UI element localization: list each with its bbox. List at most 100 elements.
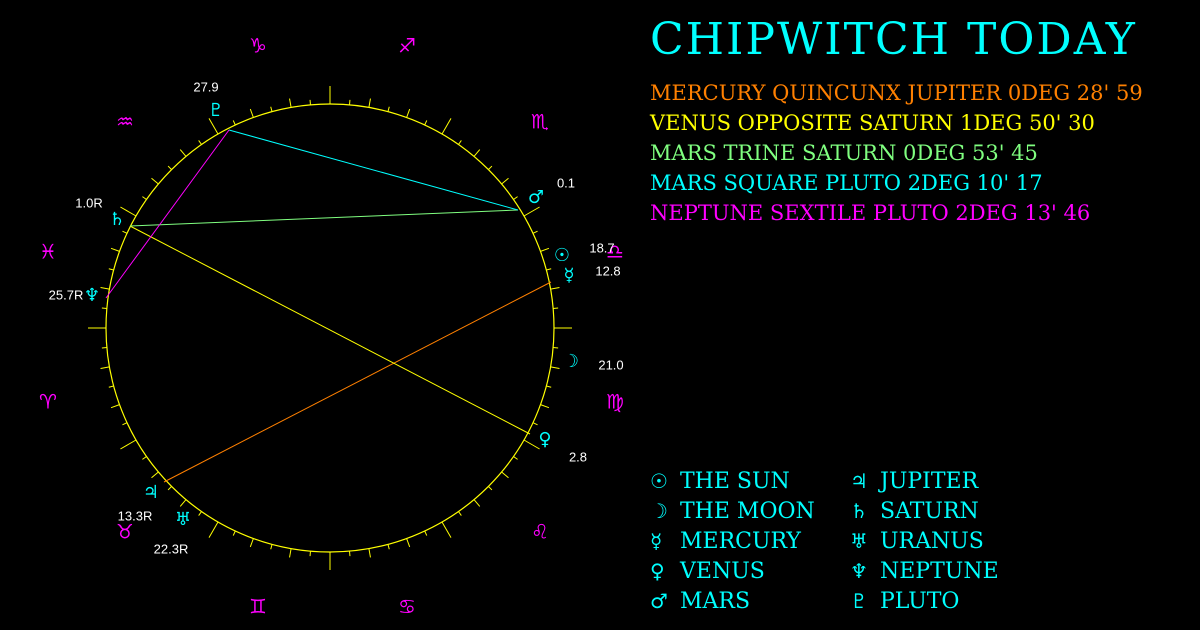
pluto-icon: ♇ — [208, 100, 224, 121]
degree-tick — [142, 456, 147, 460]
pluto-value: 27.9 — [193, 79, 218, 94]
degree-tick — [120, 439, 137, 450]
degree-tick — [179, 499, 187, 507]
degree-tick — [513, 196, 518, 200]
legend-item: ♆Neptune — [850, 556, 999, 586]
uranus-value: 22.3R — [154, 541, 189, 556]
venus-value: 2.8 — [569, 449, 587, 464]
degree-tick — [441, 521, 452, 538]
degree-tick — [540, 247, 550, 252]
moon-value: 21.0 — [598, 357, 623, 372]
legend-item: ☽ The Moon — [650, 496, 815, 526]
degree-tick — [122, 422, 128, 426]
degree-tick — [441, 118, 452, 135]
degree-ticks — [88, 86, 572, 570]
chart-circle — [105, 103, 555, 553]
legend-label: Pluto — [880, 589, 960, 614]
aspect-item: Mars Square Pluto 2deg 10' 17 — [650, 171, 1043, 195]
mars-icon: ♂ — [528, 187, 544, 208]
degree-tick — [100, 366, 110, 369]
aquarius-icon: ♒ — [116, 110, 134, 134]
degree-tick — [424, 120, 428, 126]
pluto-icon: ♇ — [850, 589, 868, 613]
chart-wheel: ♑♐♏♎♍♌♋♊♉♈♓♒ ♇27.9♂0.1♄1.0R☉18.7☿12.8♆25… — [39, 34, 624, 619]
moon-icon: ☽ — [650, 499, 668, 523]
aspect-item: Venus Opposite Saturn 1deg 50' 30 — [650, 111, 1095, 135]
aspect-line-mars-saturn — [129, 209, 519, 227]
degree-tick — [501, 177, 509, 185]
venus-icon: ♀ — [538, 429, 551, 450]
saturn-icon: ♄ — [109, 209, 125, 230]
aspect-line-venus-saturn — [129, 225, 531, 435]
mars-icon: ♂ — [650, 589, 668, 613]
zodiac-signs: ♑♐♏♎♍♌♋♊♉♈♓♒ — [39, 34, 624, 619]
uranus-icon: ♅ — [175, 509, 191, 530]
legend-label: Uranus — [880, 529, 984, 554]
degree-tick — [406, 108, 411, 118]
legend-item: ♅Uranus — [850, 526, 984, 556]
aspect-list: Mercury Quincunx Jupiter 0deg 28' 59 Ven… — [650, 78, 1143, 228]
degree-tick — [232, 120, 236, 126]
legend-label: Saturn — [880, 499, 979, 524]
page-title: ChipWitch Today — [650, 14, 1137, 65]
legend-item: ♀ Venus — [650, 556, 765, 586]
legend-item: ♄ Saturn — [850, 496, 979, 526]
legend-label: The Moon — [680, 499, 815, 524]
mercury-icon: ☿ — [563, 265, 574, 286]
degree-tick — [406, 538, 411, 548]
degree-tick — [368, 548, 371, 558]
degree-tick — [513, 456, 518, 460]
jupiter-icon: ♃ — [850, 469, 868, 493]
saturn-icon: ♄ — [850, 499, 868, 523]
degree-tick — [523, 439, 540, 450]
legend-label: Venus — [680, 559, 765, 584]
legend-label: Mercury — [680, 529, 801, 554]
degree-tick — [142, 196, 147, 200]
degree-tick — [108, 268, 114, 271]
degree-tick — [488, 486, 493, 491]
neptune-value: 25.7R — [49, 287, 84, 302]
venus-icon: ♀ — [650, 559, 665, 583]
moon-icon: ☽ — [563, 351, 579, 372]
degree-tick — [424, 530, 428, 536]
legend-item: ♇ Pluto — [850, 586, 959, 616]
degree-tick — [458, 140, 462, 145]
degree-tick — [540, 404, 550, 409]
degree-tick — [232, 530, 236, 536]
degree-tick — [546, 268, 552, 271]
degree-tick — [501, 471, 509, 479]
degree-tick — [122, 230, 128, 234]
degree-tick — [532, 422, 538, 426]
scorpio-icon: ♏ — [531, 110, 549, 134]
taurus-icon: ♉ — [116, 520, 134, 544]
degree-tick — [289, 548, 292, 558]
degree-tick — [270, 544, 273, 550]
cancer-icon: ♋ — [398, 595, 416, 619]
gemini-icon: ♊ — [249, 595, 267, 619]
degree-tick — [458, 511, 462, 516]
degree-tick — [249, 108, 254, 118]
aspect-item: Neptune Sextile Pluto 2deg 13' 46 — [650, 201, 1091, 225]
degree-tick — [167, 165, 172, 170]
degree-tick — [108, 385, 114, 388]
legend-label: Neptune — [880, 559, 999, 584]
degree-tick — [532, 230, 538, 234]
degree-tick — [100, 287, 110, 290]
degree-tick — [208, 521, 219, 538]
degree-tick — [198, 140, 202, 145]
legend-item: ♂Mars — [650, 586, 750, 616]
libra-icon: ♎ — [606, 240, 624, 264]
degree-tick — [120, 206, 137, 217]
neptune-icon: ♆ — [84, 285, 100, 306]
degree-tick — [198, 511, 202, 516]
degree-tick — [368, 98, 371, 108]
degree-tick — [387, 544, 390, 550]
capricorn-icon: ♑ — [249, 34, 267, 58]
virgo-icon: ♍ — [606, 390, 624, 414]
legend-label: Jupiter — [880, 469, 979, 494]
degree-tick — [151, 177, 159, 185]
legend-item: ☿Mercury — [650, 526, 801, 556]
degree-tick — [488, 165, 493, 170]
degree-tick — [270, 106, 273, 112]
planet-markers: ♇27.9♂0.1♄1.0R☉18.7☿12.8♆25.7R☽21.0♀2.8♃… — [49, 79, 624, 556]
